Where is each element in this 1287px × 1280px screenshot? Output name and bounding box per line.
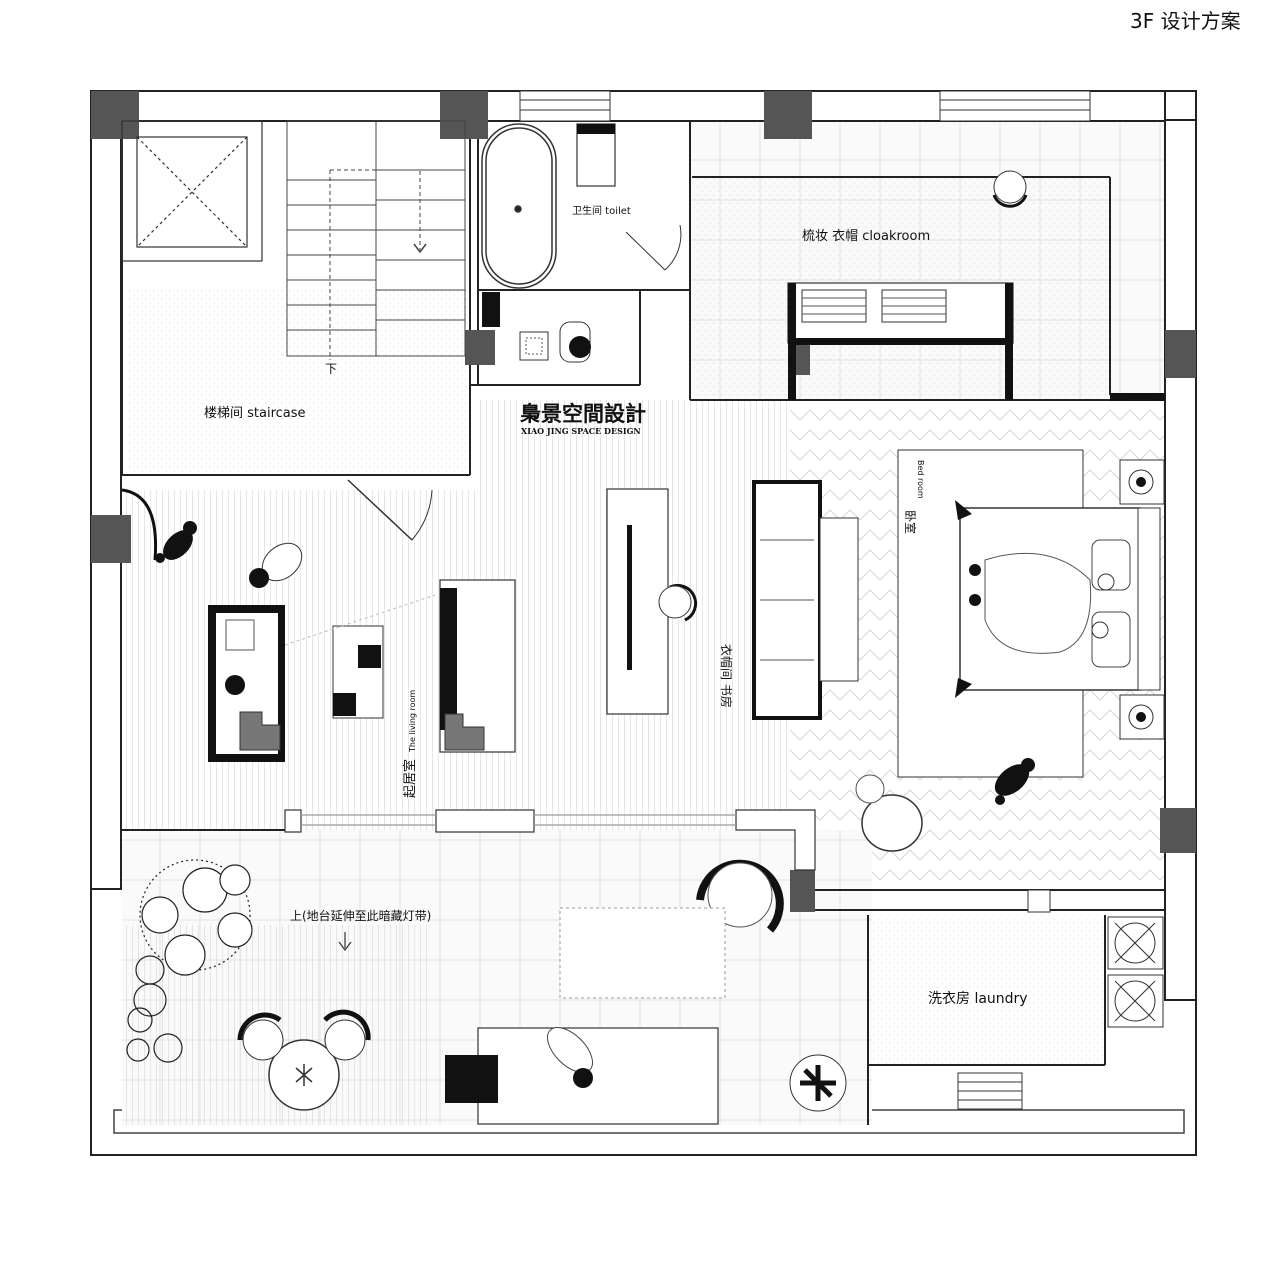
- living-room-label-en: The living room: [408, 690, 417, 753]
- cloakroom-label: 梳妆 衣帽 cloakroom: [802, 228, 930, 244]
- terrace-note: 上(地台延伸至此暗藏灯带): [290, 908, 431, 923]
- bathtub: [481, 123, 557, 289]
- stair-down-marker: 下: [325, 362, 337, 376]
- brand-name: 梟景空間設計: [519, 401, 646, 426]
- cloakroom-cabinet: [787, 282, 1014, 400]
- bed: [955, 500, 1161, 698]
- study-label: 衣帽间 书房: [719, 644, 734, 708]
- study-desk: [606, 488, 698, 715]
- terrace-lounge-area: [559, 907, 726, 999]
- page-title: 3F 设计方案: [1130, 9, 1241, 33]
- vanity-area: [482, 292, 591, 363]
- laundry-floor: [870, 915, 1105, 1065]
- living-sightline: [284, 594, 436, 646]
- staircase-landing: [122, 285, 467, 475]
- terrace-down-arrow: [338, 932, 352, 951]
- cloakroom-mirror: [992, 170, 1028, 208]
- terrace-side-stool: [789, 1054, 847, 1112]
- terrace-tree: [126, 859, 253, 1063]
- staircase-label: 楼梯间 staircase: [204, 406, 306, 421]
- sofa-left: [208, 605, 285, 762]
- terrace-dining-set: [237, 1009, 371, 1111]
- bedroom-wall-top: [1110, 393, 1165, 401]
- windows: [519, 90, 1091, 122]
- terrace-partition: [284, 809, 816, 871]
- bedside-lamps: [1119, 459, 1165, 740]
- person-figure: [225, 542, 303, 695]
- laundry-label: 洗衣房 laundry: [928, 991, 1028, 1007]
- columns: [91, 91, 1196, 912]
- living-room-label-cn: 起居室: [402, 759, 418, 798]
- brand-subtitle: XIAO JING SPACE DESIGN: [521, 426, 641, 436]
- wardrobe-unit: [752, 480, 859, 720]
- laundry-door-post: [1027, 889, 1051, 913]
- laundry-machines: [1107, 916, 1164, 1028]
- coffee-table: [332, 625, 384, 719]
- staircase: [286, 120, 466, 360]
- living-arc-wall: [121, 488, 158, 561]
- toilet-door: [625, 224, 682, 271]
- elevator-shaft: [121, 120, 263, 262]
- bedroom-label-en: Bed room: [916, 460, 925, 499]
- toilet-label: 卫生间 toilet: [572, 204, 631, 217]
- living-room-door: [347, 479, 433, 541]
- dog-figure: [155, 521, 197, 563]
- bedroom-dog: [994, 758, 1035, 805]
- bedroom-armchair: [855, 774, 923, 852]
- toilet-fixture: [576, 123, 616, 187]
- terrace-daybed: [445, 1027, 719, 1125]
- sofa-right: [439, 579, 516, 753]
- hall-floor: [478, 400, 788, 500]
- laundry-sink: [957, 1072, 1023, 1110]
- bedroom-label-cn: 卧室: [903, 510, 918, 534]
